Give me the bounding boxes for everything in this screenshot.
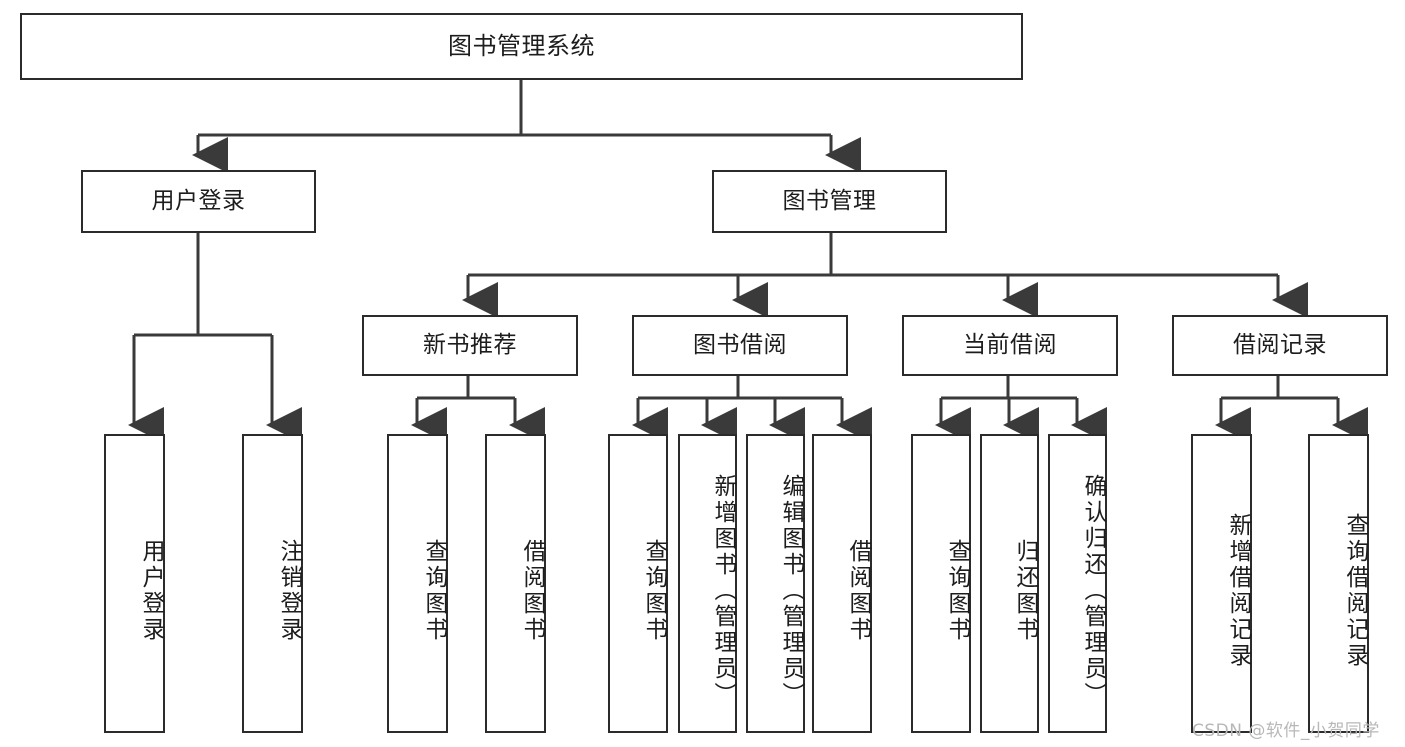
node-book-management[interactable]: 图书管理 (712, 170, 947, 233)
node-new-book-recommend[interactable]: 新书推荐 (362, 315, 578, 376)
node-label: 新增图书（管理员） (710, 473, 736, 708)
node-label: 编辑图书（管理员） (778, 473, 804, 708)
node-book-borrow[interactable]: 图书借阅 (632, 315, 848, 376)
leaf-query-borrow-record[interactable]: 查询借阅记录 (1308, 434, 1369, 733)
node-label: 当前借阅 (963, 331, 1057, 358)
leaf-confirm-return-admin[interactable]: 确认归还（管理员） (1048, 434, 1107, 733)
node-label: 新增借阅记录 (1225, 512, 1251, 669)
node-current-borrow[interactable]: 当前借阅 (902, 315, 1118, 376)
leaf-query-book-recommend[interactable]: 查询图书 (387, 434, 448, 733)
node-label: 用户登录 (138, 538, 164, 643)
leaf-borrow-book-recommend[interactable]: 借阅图书 (485, 434, 546, 733)
node-label: 借阅记录 (1233, 331, 1327, 358)
node-label: 借阅图书 (845, 538, 871, 643)
leaf-add-book-admin[interactable]: 新增图书（管理员） (678, 434, 737, 733)
node-label: 借阅图书 (519, 538, 545, 643)
csdn-watermark: CSDN @软件_小贺同学 (1192, 721, 1380, 741)
node-label: 归还图书 (1012, 538, 1038, 643)
node-user-login[interactable]: 用户登录 (81, 170, 316, 233)
leaf-borrow-book[interactable]: 借阅图书 (812, 434, 872, 733)
node-label: 查询图书 (421, 538, 447, 643)
node-label: 图书管理系统 (448, 32, 595, 61)
leaf-user-logout[interactable]: 注销登录 (242, 434, 303, 733)
leaf-user-login[interactable]: 用户登录 (104, 434, 165, 733)
leaf-query-book-current[interactable]: 查询图书 (911, 434, 971, 733)
node-root-system[interactable]: 图书管理系统 (20, 13, 1023, 80)
node-label: 查询图书 (641, 538, 667, 643)
leaf-add-borrow-record[interactable]: 新增借阅记录 (1191, 434, 1252, 733)
node-borrow-record[interactable]: 借阅记录 (1172, 315, 1388, 376)
node-label: 查询图书 (944, 538, 970, 643)
node-label: 用户登录 (151, 187, 246, 214)
leaf-return-book[interactable]: 归还图书 (980, 434, 1039, 733)
node-label: 查询借阅记录 (1342, 512, 1368, 669)
node-label: 注销登录 (276, 538, 302, 643)
node-label: 确认归还（管理员） (1080, 473, 1106, 708)
node-label: 图书借阅 (693, 331, 787, 358)
leaf-query-book-borrow[interactable]: 查询图书 (608, 434, 668, 733)
node-label: 图书管理 (782, 187, 877, 214)
node-label: 新书推荐 (423, 331, 517, 358)
leaf-edit-book-admin[interactable]: 编辑图书（管理员） (746, 434, 805, 733)
